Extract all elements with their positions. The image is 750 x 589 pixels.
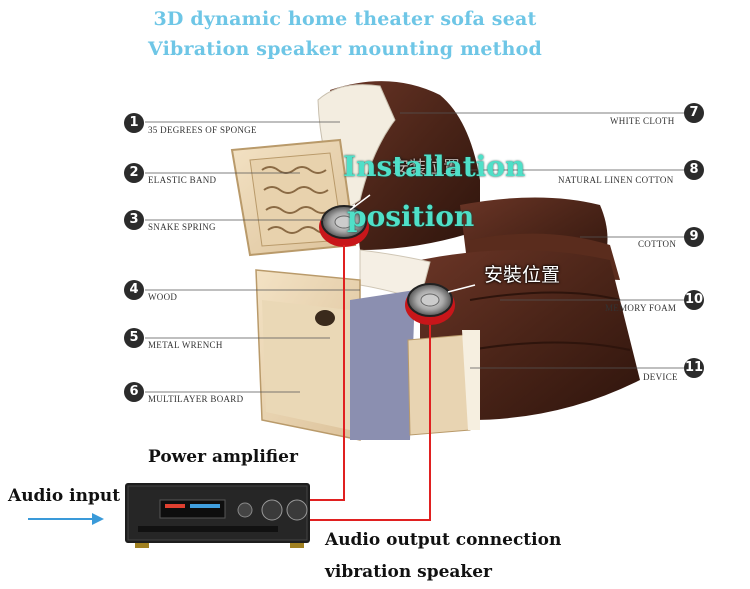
callout-number-9: 9 xyxy=(684,227,704,247)
title-line-1: 3D dynamic home theater sofa seat xyxy=(153,8,537,30)
callout-number-5: 5 xyxy=(124,328,144,348)
callout-number-3: 3 xyxy=(124,210,144,230)
callout-number-7: 7 xyxy=(684,103,704,123)
title-line-2: Vibration speaker mounting method xyxy=(147,38,543,60)
power-amplifier-label: Power amplifier xyxy=(148,447,298,467)
callout-label-5: METAL WRENCH xyxy=(148,340,223,350)
callout-number-1: 1 xyxy=(124,113,144,133)
callout-label-9: COTTON xyxy=(638,239,677,249)
callout-label-2: ELASTIC BAND xyxy=(148,175,217,185)
installation-cjk-behind: 安装位置 xyxy=(392,158,460,178)
callout-label-10: MEMORY FOAM xyxy=(605,303,677,313)
installation-cjk-label: 安裝位置 xyxy=(484,264,561,286)
callout-label-3: SNAKE SPRING xyxy=(148,222,216,232)
speaker-upper xyxy=(319,205,369,247)
callout-label-4: WOOD xyxy=(148,292,178,302)
callout-number-6: 6 xyxy=(124,382,144,402)
audio-output-label-line-1: Audio output connection xyxy=(325,530,562,550)
callout-number-10: 10 xyxy=(684,290,704,310)
callout-number-2: 2 xyxy=(124,163,144,183)
callout-label-1: 35 DEGREES OF SPONGE xyxy=(148,125,257,135)
callout-label-6: MULTILAYER BOARD xyxy=(148,394,244,404)
installation-text-line-2: position xyxy=(347,200,475,233)
installation-text-line-1: Installation xyxy=(343,150,526,183)
callout-number-11: 11 xyxy=(684,358,704,378)
speaker-lower xyxy=(405,283,455,325)
callout-label-7: WHITE CLOTH xyxy=(610,116,675,126)
callout-label-8: NATURAL LINEN COTTON xyxy=(558,175,674,185)
callout-number-8: 8 xyxy=(684,160,704,180)
audio-input-label: Audio input xyxy=(8,486,121,506)
callout-label-11: DEVICE xyxy=(643,372,678,382)
amplifier-device xyxy=(125,483,310,548)
callout-number-4: 4 xyxy=(124,280,144,300)
audio-output-label-line-2: vibration speaker xyxy=(325,562,492,582)
